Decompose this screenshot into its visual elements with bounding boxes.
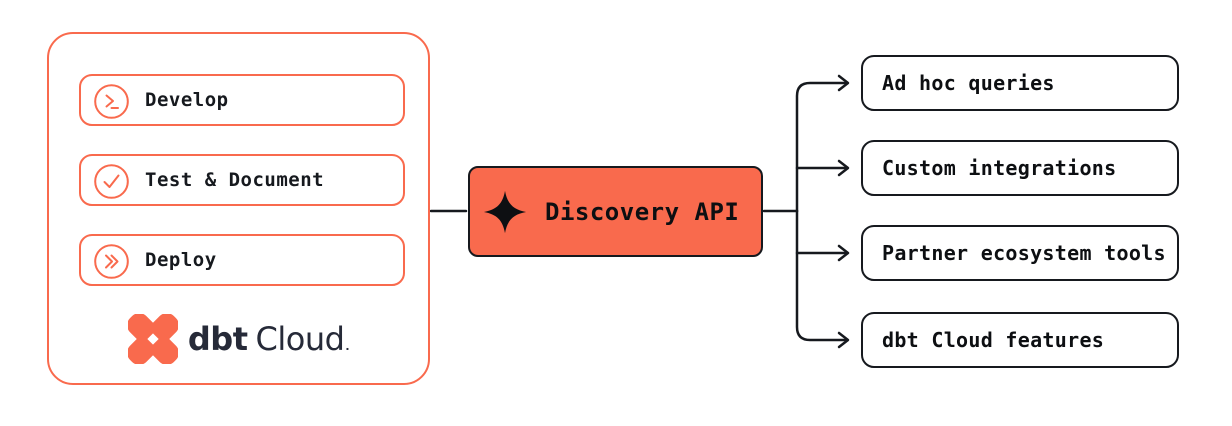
- double-chevron-icon: [94, 244, 129, 279]
- dbt-cloud-logo: dbt Cloud .: [49, 308, 428, 370]
- consumer-label: Custom integrations: [882, 156, 1117, 180]
- logo-brand-text: dbt: [187, 320, 248, 358]
- connector-branch-1: [795, 81, 849, 213]
- consumer-label: Ad hoc queries: [882, 71, 1055, 95]
- consumer-node-dbt-cloud-features: dbt Cloud features: [861, 312, 1179, 368]
- arrowhead-2: [837, 159, 850, 177]
- arrowhead-4: [837, 331, 850, 349]
- sparkle-icon: [483, 190, 527, 233]
- dbt-logo-mark-icon: [127, 314, 178, 364]
- pipeline-step-develop: Develop: [79, 74, 405, 126]
- logo-product-text: Cloud: [255, 320, 345, 358]
- consumer-node-ad-hoc-queries: Ad hoc queries: [861, 55, 1179, 111]
- terminal-prompt-icon: [94, 84, 129, 119]
- consumer-label: dbt Cloud features: [882, 328, 1105, 352]
- discovery-api-node: Discovery API: [468, 166, 763, 257]
- arrowhead-1: [837, 74, 850, 92]
- checkmark-icon: [94, 164, 129, 199]
- dbt-cloud-wordmark: dbt Cloud .: [187, 320, 350, 358]
- pipeline-step-test-document: Test & Document: [79, 154, 405, 206]
- logo-trademark: .: [345, 340, 350, 353]
- consumer-node-partner-ecosystem-tools: Partner ecosystem tools: [861, 225, 1179, 281]
- pipeline-step-label: Test & Document: [145, 169, 325, 191]
- pipeline-step-label: Develop: [145, 89, 229, 111]
- pipeline-step-deploy: Deploy: [79, 234, 405, 286]
- arrowhead-3: [837, 244, 850, 262]
- connector-branch-4: [795, 209, 849, 342]
- discovery-api-label: Discovery API: [545, 197, 740, 226]
- dbt-cloud-panel: Develop Test & Document Deploy: [47, 32, 430, 385]
- pipeline-step-label: Deploy: [145, 249, 217, 271]
- consumer-label: Partner ecosystem tools: [882, 241, 1166, 265]
- consumer-node-custom-integrations: Custom integrations: [861, 140, 1179, 196]
